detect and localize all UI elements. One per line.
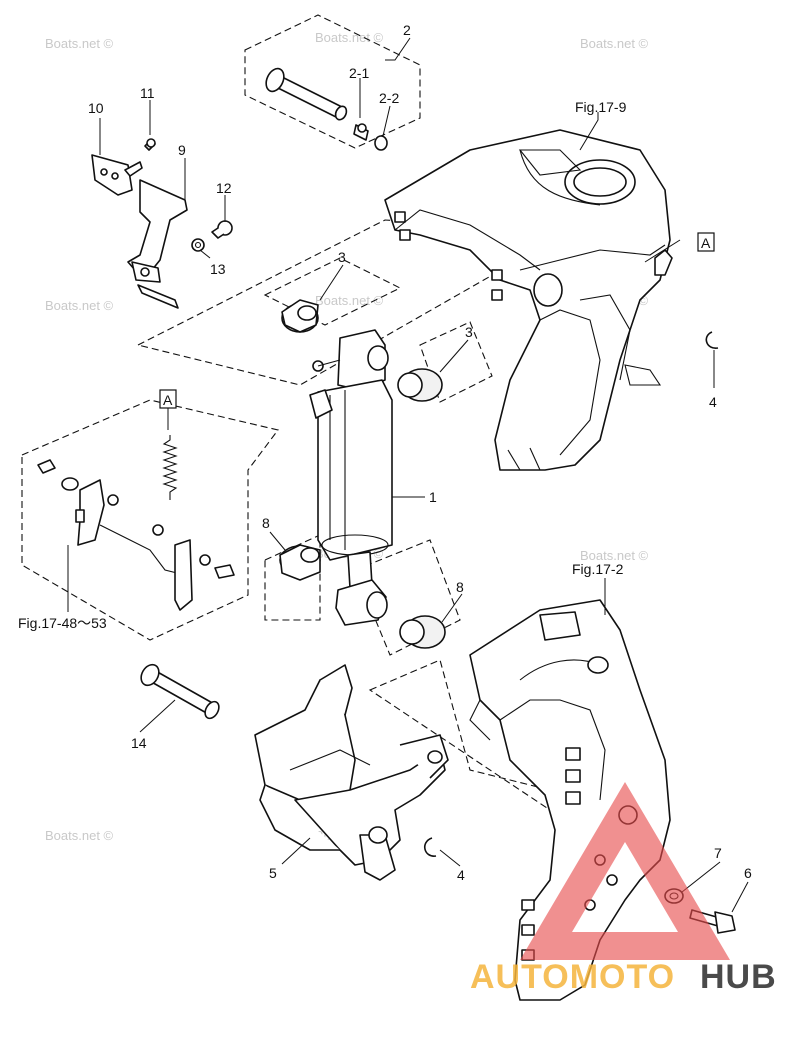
callout-8: 8 — [456, 579, 464, 595]
section-marker-a: A — [163, 392, 173, 408]
leader-lines — [67, 37, 749, 913]
part-8-outline — [264, 534, 321, 621]
watermark: Boats.net © — [580, 36, 649, 51]
callout-9: 9 — [178, 142, 186, 158]
part-1-cylinder — [309, 329, 393, 626]
callout-3: 3 — [465, 324, 473, 340]
callout-14: 14 — [131, 735, 147, 751]
part-2-kit-outline — [244, 14, 421, 149]
watermark: Boats.net © — [45, 828, 114, 843]
callout-2-1: 2-1 — [349, 65, 369, 81]
callout-8: 8 — [262, 515, 270, 531]
watermark: Boats.net © — [45, 298, 114, 313]
callout-12: 12 — [216, 180, 232, 196]
parts-9-10-bracket — [91, 138, 233, 309]
figure-references: Fig.17-9 Fig.17-2 Fig.17-48～53 — [18, 99, 627, 631]
callout-1: 1 — [429, 489, 437, 505]
callout-4: 4 — [709, 394, 717, 410]
watermark: Boats.net © — [45, 36, 114, 51]
callout-labels: 2 2-1 2-2 11 10 9 12 13 3 3 4 1 8 8 14 5… — [88, 22, 752, 883]
part-5-tilt-bracket — [254, 664, 449, 881]
callout-6: 6 — [744, 865, 752, 881]
watermark: Boats.net © — [315, 293, 384, 308]
linkage-kit-outline — [21, 399, 279, 641]
part-2-pin — [265, 67, 388, 151]
part-3-bushings — [281, 299, 443, 402]
part-14-pin — [140, 663, 220, 720]
section-marker-a: A — [701, 235, 711, 251]
dashed-group-outlines — [21, 14, 551, 812]
watermark: Boats.net © — [580, 548, 649, 563]
callout-2-2: 2-2 — [379, 90, 399, 106]
callout-11: 11 — [140, 85, 155, 101]
bracket-outline — [368, 659, 551, 812]
automotohub-logo: AUTOMOTO HUB — [470, 782, 777, 996]
logo-text-hub: HUB — [700, 958, 777, 996]
watermark: Boats.net © — [315, 30, 384, 45]
callout-5: 5 — [269, 865, 277, 881]
fig-ref-17-2: Fig.17-2 — [572, 561, 624, 577]
callout-3: 3 — [338, 249, 346, 265]
callout-13: 13 — [210, 261, 226, 277]
fig-ref-17-9: Fig.17-9 — [575, 99, 627, 115]
callout-2: 2 — [403, 22, 411, 38]
callout-4: 4 — [457, 867, 465, 883]
linkage-kit — [37, 435, 235, 611]
section-markers: A A — [159, 232, 715, 409]
callout-7: 7 — [714, 845, 722, 861]
part-8-lower-outline — [354, 539, 461, 656]
swivel-bracket — [384, 129, 673, 471]
fig-ref-17-48-53: Fig.17-48～53 — [18, 615, 107, 631]
logo-text-automoto: AUTOMOTO — [470, 958, 675, 996]
part-8-bushings — [279, 544, 446, 649]
logo-triangle-icon — [520, 782, 730, 960]
callout-10: 10 — [88, 100, 104, 116]
